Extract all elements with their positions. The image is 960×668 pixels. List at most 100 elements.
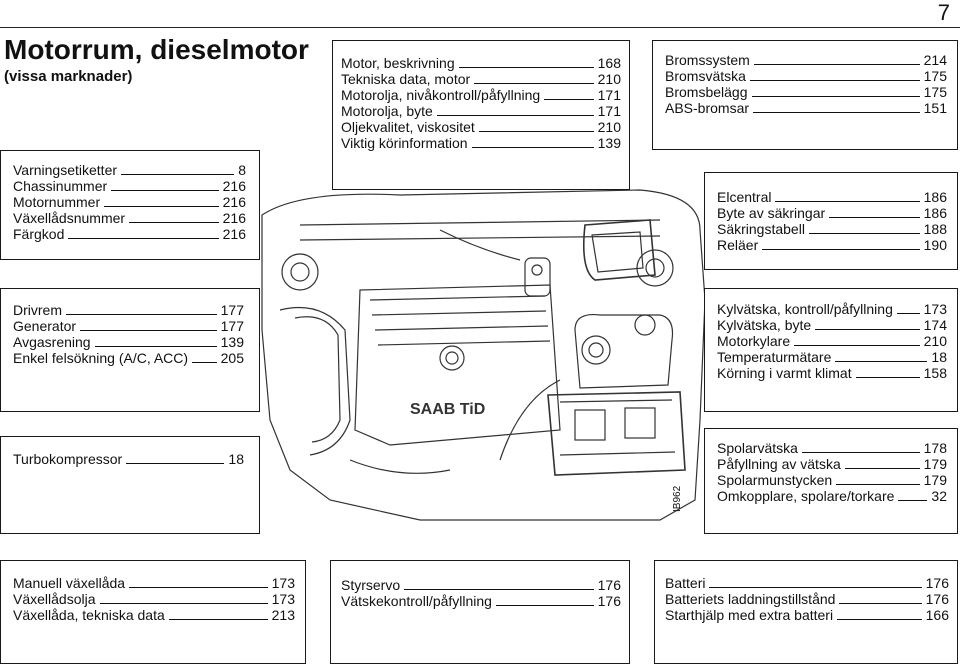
header-rule <box>0 27 960 28</box>
entry-page-number: 179 <box>923 456 947 472</box>
leader-line <box>544 99 594 100</box>
page-title: Motorrum, dieselmotor <box>4 34 309 65</box>
entry-page-number: 216 <box>222 210 246 226</box>
entry-label: Motorolja, nivåkontroll/påfyllning <box>341 87 541 103</box>
entry-label: Omkopplare, spolare/torkare <box>717 488 895 504</box>
entry-page-number: 210 <box>597 71 621 87</box>
entry-page-number: 205 <box>220 350 244 366</box>
page-number: 7 <box>937 0 950 25</box>
leader-line <box>458 67 594 68</box>
entry-label: Bromsvätska <box>665 68 746 84</box>
entry-label: Temperaturmätare <box>717 349 832 365</box>
leader-line <box>129 222 219 223</box>
entry-label: Bromsbelägg <box>665 84 748 100</box>
entry-label: Styrservo <box>341 577 401 593</box>
entry-page-number: 139 <box>597 135 621 151</box>
entry-page-number: 176 <box>925 591 949 607</box>
leader-line <box>80 330 217 331</box>
entry-page-number: 166 <box>925 607 949 623</box>
entry-page-number: 216 <box>222 194 246 210</box>
leader-line <box>129 587 268 588</box>
index-entry: Starthjälp med extra batteri 166 <box>665 607 949 623</box>
leader-line <box>855 377 920 378</box>
entry-page-number: 210 <box>923 333 947 349</box>
entry-page-number: 174 <box>923 317 947 333</box>
index-entry: Motorolja, byte 171 <box>341 103 621 119</box>
leader-line <box>126 463 225 464</box>
entry-label: Oljekvalitet, viskositet <box>341 119 475 135</box>
leader-line <box>478 131 594 132</box>
entry-page-number: 213 <box>271 607 295 623</box>
entry-page-number: 214 <box>923 52 947 68</box>
entry-label: Generator <box>13 318 77 334</box>
entry-page-number: 171 <box>597 103 621 119</box>
entry-page-number: 216 <box>222 226 246 242</box>
leader-line <box>844 468 920 469</box>
leader-line <box>775 201 920 202</box>
entry-page-number: 139 <box>220 334 244 350</box>
entry-page-number: 216 <box>222 178 246 194</box>
leader-line <box>404 589 594 590</box>
entry-label: Växellådsolja <box>13 591 96 607</box>
entry-label: Starthjälp med extra batteri <box>665 607 834 623</box>
leader-line <box>837 619 922 620</box>
entry-label: Spolarvätska <box>717 440 798 456</box>
image-code: IB962 <box>672 485 683 512</box>
entry-label: Körning i varmt klimat <box>717 365 852 381</box>
entry-page-number: 8 <box>238 162 246 178</box>
index-entry: Bromsbelägg 175 <box>665 84 947 100</box>
entry-page-number: 186 <box>923 189 947 205</box>
entry-page-number: 32 <box>931 488 947 504</box>
entry-label: Motorolja, byte <box>341 103 433 119</box>
leader-line <box>794 345 920 346</box>
leader-line <box>836 484 920 485</box>
entry-page-number: 179 <box>923 472 947 488</box>
leader-line <box>808 233 920 234</box>
entry-page-number: 18 <box>228 451 244 467</box>
leader-line <box>753 112 920 113</box>
entry-page-number: 173 <box>271 575 295 591</box>
leader-line <box>749 80 920 81</box>
leader-line <box>474 83 594 84</box>
leader-line <box>471 147 594 148</box>
leader-line <box>753 64 920 65</box>
leader-line <box>898 500 928 501</box>
entry-label: Chassinummer <box>13 178 108 194</box>
leader-line <box>192 362 217 363</box>
leader-line <box>709 587 922 588</box>
leader-line <box>801 452 920 453</box>
entry-page-number: 175 <box>923 84 947 100</box>
leader-line <box>839 603 922 604</box>
leader-line <box>94 346 217 347</box>
entry-label: ABS-bromsar <box>665 100 750 116</box>
leader-line <box>66 314 217 315</box>
leader-line <box>99 603 268 604</box>
